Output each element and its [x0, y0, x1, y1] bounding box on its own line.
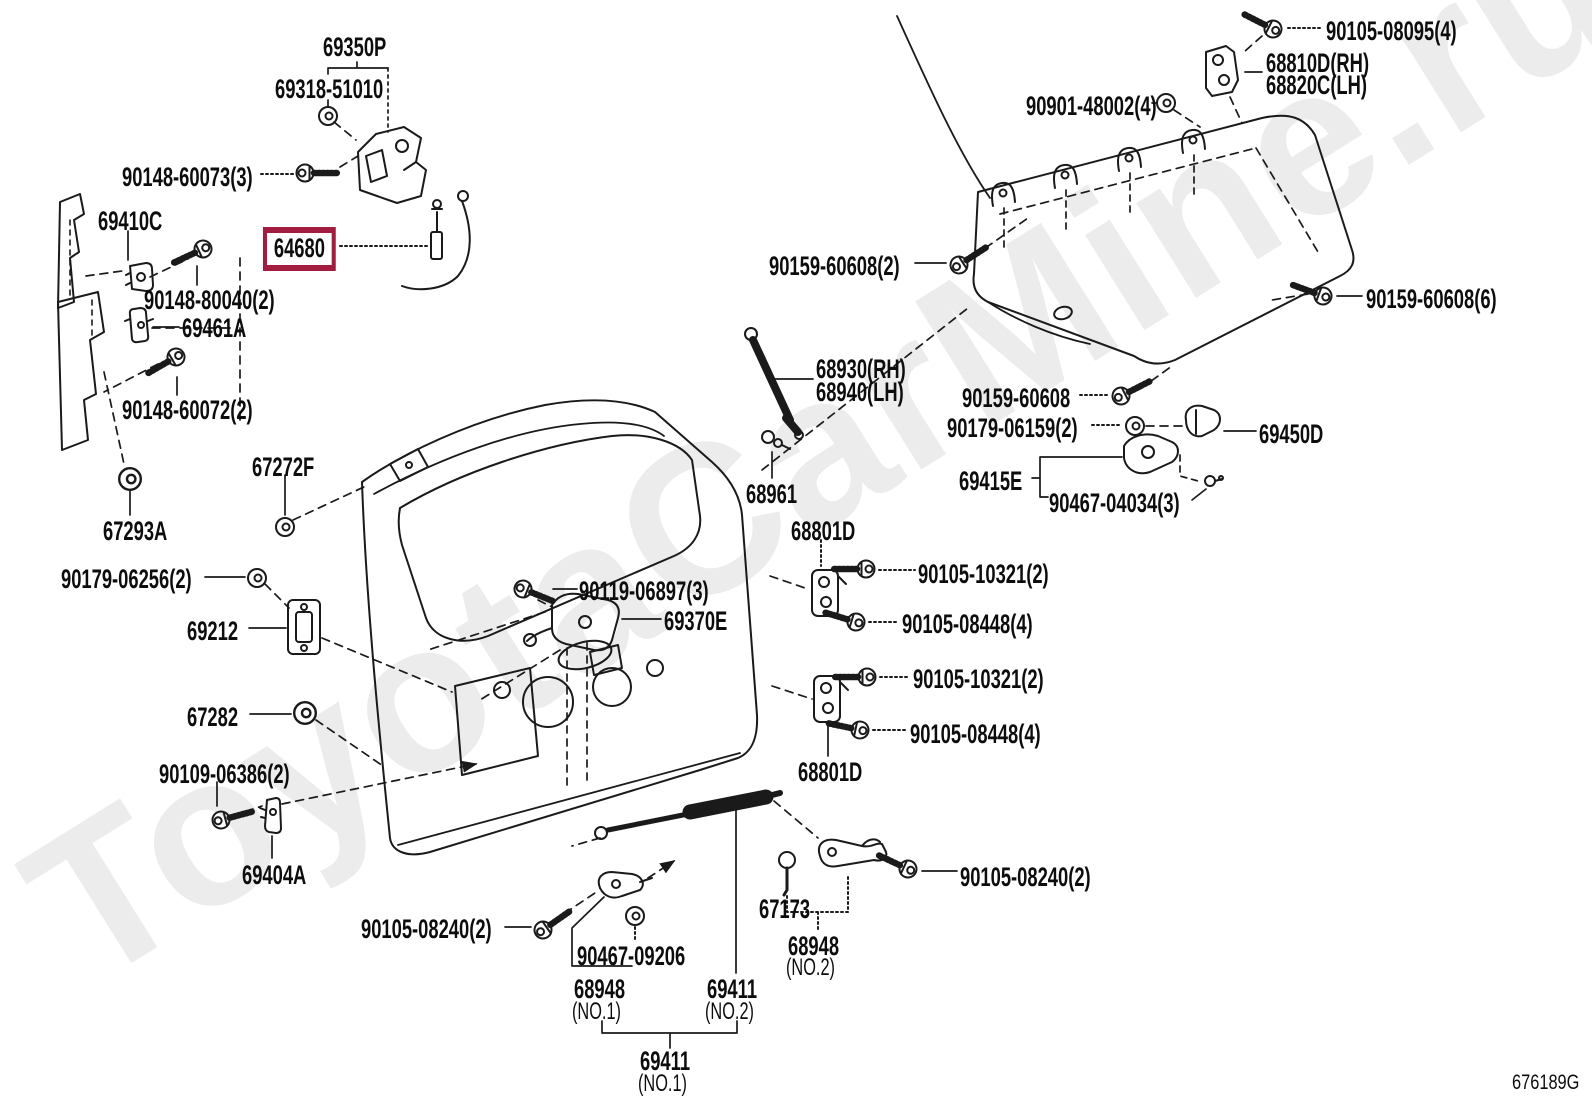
label-69450D: 69450D: [1259, 419, 1324, 449]
label-90179-06159: 90179-06159(2): [947, 413, 1078, 443]
label-90467-04034: 90467-04034(3): [1049, 488, 1180, 518]
label-69461A: 69461A: [182, 313, 247, 343]
label-69318-51010: 69318-51010: [275, 74, 384, 104]
support-strut-art: [571, 789, 819, 847]
label-67282: 67282: [187, 702, 239, 732]
label-68948-no1-sub: (NO.1): [572, 998, 621, 1025]
clips-art: [124, 217, 1309, 922]
label-68940-lh: 68940(LH): [816, 377, 904, 407]
back-door-glass-art: [896, 15, 1355, 365]
label-90148-60072: 90148-60072(2): [122, 395, 253, 425]
label-90159-60608: 90159-60608: [962, 383, 1071, 413]
glass-hinge-art: [1173, 35, 1263, 128]
label-90159-60608-2: 90159-60608(2): [769, 251, 900, 281]
label-90159-60608-6: 90159-60608(6): [1366, 284, 1497, 314]
upper-latch-art: [318, 61, 427, 204]
label-68801D-upper: 68801D: [791, 516, 856, 546]
label-69410C: 69410C: [98, 206, 163, 236]
label-69212: 69212: [187, 616, 239, 646]
label-68810D-rh: 68810D(RH): [1266, 48, 1370, 78]
label-68801D-lower: 68801D: [798, 757, 863, 787]
label-67173: 67173: [759, 894, 811, 924]
label-69411-no2: 69411: [707, 974, 758, 1004]
label-90105-08095: 90105-08095(4): [1326, 16, 1457, 46]
label-69370E: 69370E: [664, 606, 728, 636]
label-90148-80040: 90148-80040(2): [144, 285, 275, 315]
label-69411-no2-sub: (NO.2): [705, 998, 754, 1025]
back-door-panel-art: [361, 307, 969, 856]
label-69415E: 69415E: [959, 466, 1023, 496]
left-pillar-art: [57, 193, 241, 465]
label-68930-rh: 68930(RH): [816, 354, 906, 384]
label-90105-08448-lower: 90105-08448(4): [910, 719, 1041, 749]
label-67272F: 67272F: [252, 452, 315, 482]
label-90105-10321-upper: 90105-10321(2): [918, 559, 1049, 589]
label-68948-no2: 68948: [788, 931, 840, 961]
label-90467-09206: 90467-09206: [577, 941, 686, 971]
label-90105-10321-lower: 90105-10321(2): [913, 664, 1044, 694]
label-68820C-lh: 68820C(LH): [1266, 70, 1368, 100]
label-90109-06386: 90109-06386(2): [159, 759, 290, 789]
label-68961: 68961: [746, 479, 798, 509]
door-lock-art: [427, 592, 620, 701]
gas-strut-art: [744, 327, 804, 450]
label-90179-06256: 90179-06256(2): [61, 564, 192, 594]
label-69411-no1-sub: (NO.1): [638, 1070, 687, 1097]
check-hook-art: [597, 838, 888, 926]
label-90105-08240-right: 90105-08240(2): [960, 862, 1091, 892]
label-90119-06897: 90119-06897(3): [579, 576, 709, 606]
label-69411-no1: 69411: [640, 1046, 691, 1076]
label-90901-48002: 90901-48002(4): [1026, 91, 1157, 121]
label-67293A: 67293A: [103, 516, 168, 546]
label-69350P: 69350P: [323, 32, 387, 62]
leader-lines: [127, 27, 1363, 1049]
label-90105-08240-left: 90105-08240(2): [361, 914, 492, 944]
label-64680-highlighted: 64680: [263, 227, 336, 271]
label-68948-no2-sub: (NO.2): [786, 954, 835, 981]
label-69404A: 69404A: [242, 860, 307, 890]
page-code: 676189G: [1512, 1071, 1580, 1094]
label-90105-08448-upper: 90105-08448(4): [902, 609, 1033, 639]
release-cable-art: [339, 190, 471, 291]
label-90148-60073: 90148-60073(3): [122, 162, 253, 192]
door-hinge-art: [769, 569, 849, 723]
label-68948-no1: 68948: [574, 974, 626, 1004]
